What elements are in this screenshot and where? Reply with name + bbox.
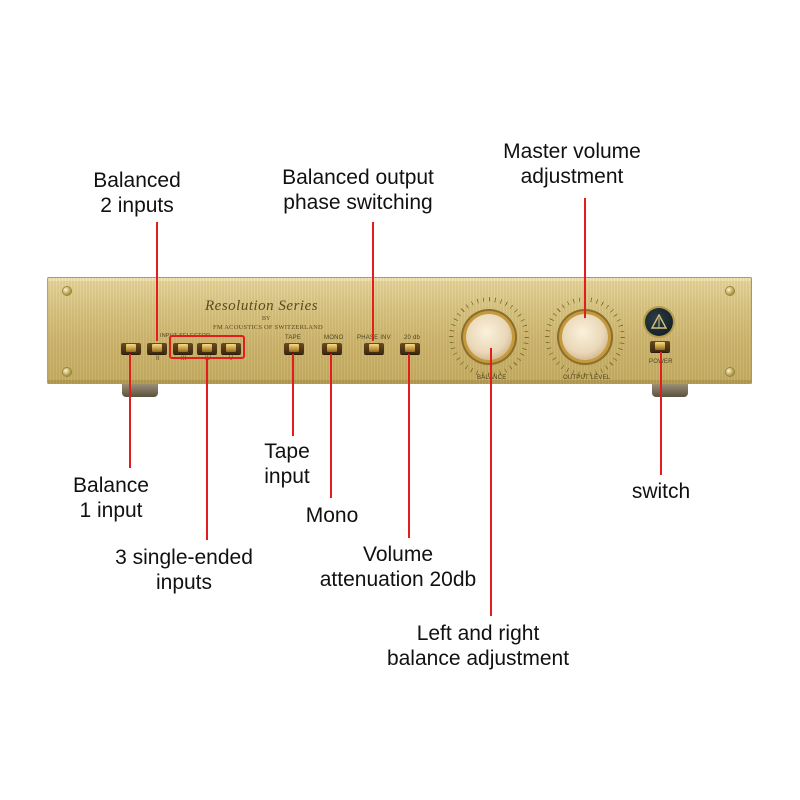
power-toggle[interactable] xyxy=(650,341,670,352)
screw-top-left xyxy=(63,287,71,295)
mono-label: MONO xyxy=(324,335,344,341)
callout-line: Balanced output xyxy=(282,166,434,189)
output-level-label: OUTPUT LEVEL xyxy=(563,375,611,381)
single-ended-input-2-toggle[interactable] xyxy=(197,343,217,354)
callout-line: 3 single-ended xyxy=(115,546,253,569)
selector-mark-2: II xyxy=(156,356,160,362)
balance-knob[interactable] xyxy=(466,314,512,360)
callout-line: phase switching xyxy=(283,191,433,214)
callout-line: Mono xyxy=(305,504,359,527)
amplifier-front-panel xyxy=(47,277,752,384)
screw-bottom-left xyxy=(63,368,71,376)
screw-bottom-right xyxy=(726,368,734,376)
series-by: BY xyxy=(262,316,271,322)
maker-name: FM ACOUSTICS OF SWITZERLAND xyxy=(213,324,323,331)
callout-line: Left and right xyxy=(416,622,540,645)
attenuation-label: 20 db xyxy=(404,335,421,341)
callout-line: switch xyxy=(631,480,691,503)
callout-line: 1 input xyxy=(79,499,143,522)
tape-toggle[interactable] xyxy=(284,343,304,354)
callout-line: Master volume xyxy=(503,140,641,163)
attenuation-toggle[interactable] xyxy=(400,343,420,354)
callout-line: Balanced xyxy=(93,169,181,192)
callout-line: input xyxy=(264,465,310,488)
brand-logo-icon xyxy=(645,308,673,336)
callout-line: Balance xyxy=(73,474,149,497)
callout-line: attenuation 20db xyxy=(319,568,477,591)
output-level-knob[interactable] xyxy=(562,314,608,360)
screw-top-right xyxy=(726,287,734,295)
callout-line: adjustment xyxy=(520,165,624,188)
phase-inv-toggle[interactable] xyxy=(364,343,384,354)
callout-line: 2 inputs xyxy=(100,194,174,217)
mono-toggle[interactable] xyxy=(322,343,342,354)
balanced-input-1-toggle[interactable] xyxy=(121,343,141,354)
selector-mark-3: III xyxy=(181,356,187,362)
single-ended-input-3-toggle[interactable] xyxy=(221,343,241,354)
series-name: Resolution Series xyxy=(205,298,319,314)
tape-label: TAPE xyxy=(285,335,302,341)
callout-line: balance adjustment xyxy=(386,647,570,670)
callout-line: Volume xyxy=(362,543,434,566)
balanced-input-2-toggle[interactable] xyxy=(147,343,167,354)
single-ended-input-1-toggle[interactable] xyxy=(173,343,193,354)
selector-mark-5: V xyxy=(229,356,234,362)
callout-line: Tape xyxy=(264,440,310,463)
callout-line: inputs xyxy=(155,571,213,594)
